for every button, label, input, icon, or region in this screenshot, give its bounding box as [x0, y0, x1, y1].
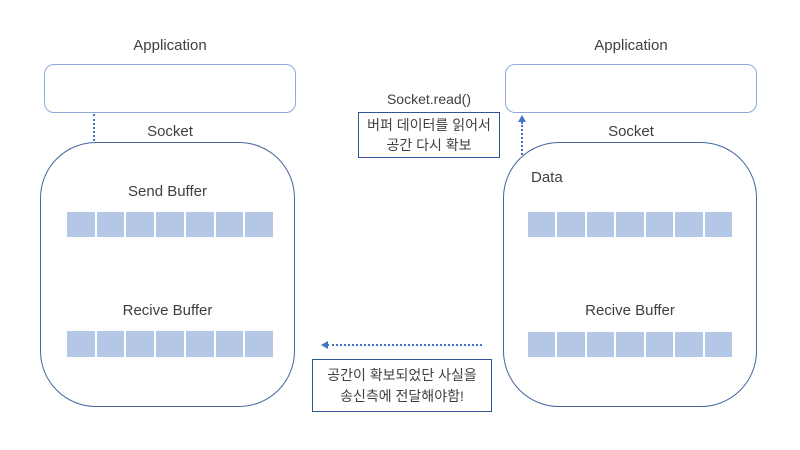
buffer-cell — [96, 212, 125, 237]
left-application-label: Application — [133, 37, 207, 54]
left-send-buffer-cells — [67, 212, 274, 237]
buffer-cell — [67, 331, 95, 357]
buffer-cell — [126, 331, 155, 357]
left-recive-buffer-cells — [67, 331, 274, 357]
right-top-buffer-cells — [528, 212, 732, 237]
ack-note-line1: 공간이 확보되었단 사실을 — [327, 367, 477, 384]
buffer-cell — [557, 332, 585, 357]
read-note-box: 버퍼 데이터를 읽어서 공간 다시 확보 — [358, 112, 500, 158]
buffer-cell — [675, 212, 703, 237]
right-data-label: Data — [531, 169, 563, 186]
buffer-cell — [616, 212, 644, 237]
buffer-cell — [586, 332, 615, 357]
buffer-cell — [215, 212, 244, 237]
buffer-cell — [557, 212, 585, 237]
buffer-cell — [156, 331, 184, 357]
read-note-line1: 버퍼 데이터를 읽어서 — [367, 116, 491, 133]
right-buffer-to-app-arrowhead — [518, 115, 526, 122]
buffer-cell — [616, 332, 644, 357]
buffer-cell — [96, 331, 125, 357]
right-socket-box — [503, 142, 757, 407]
buffer-cell — [185, 212, 214, 237]
buffer-cell — [245, 331, 274, 357]
buffer-cell — [704, 332, 732, 357]
socket-read-label: Socket.read() — [386, 91, 472, 107]
ack-arrowhead — [321, 341, 328, 349]
buffer-cell — [126, 212, 155, 237]
buffer-cell — [156, 212, 184, 237]
ack-note-line2: 송신측에 전달해야함! — [340, 387, 464, 404]
buffer-cell — [67, 212, 95, 237]
right-application-box — [505, 64, 757, 113]
right-application-label: Application — [594, 37, 668, 54]
left-socket-label: Socket — [147, 123, 193, 140]
buffer-cell — [645, 332, 674, 357]
right-recive-buffer-cells — [528, 332, 732, 357]
buffer-cell — [185, 331, 214, 357]
buffer-cell — [245, 212, 274, 237]
read-note-line2: 공간 다시 확보 — [386, 137, 472, 153]
right-recive-buffer-label: Recive Buffer — [585, 302, 675, 319]
buffer-cell — [645, 212, 674, 237]
buffer-cell — [586, 212, 615, 237]
left-application-box — [44, 64, 296, 113]
buffer-cell — [528, 212, 556, 237]
buffer-cell — [704, 212, 732, 237]
left-socket-box — [40, 142, 295, 407]
buffer-cell — [215, 331, 244, 357]
left-send-buffer-label: Send Buffer — [128, 183, 207, 200]
ack-note-box: 공간이 확보되었단 사실을 송신측에 전달해야함! — [312, 359, 492, 412]
left-recive-buffer-label: Recive Buffer — [122, 302, 213, 319]
right-socket-label: Socket — [608, 123, 654, 140]
buffer-cell — [528, 332, 556, 357]
buffer-cell — [675, 332, 703, 357]
ack-arrow-line — [327, 344, 482, 346]
